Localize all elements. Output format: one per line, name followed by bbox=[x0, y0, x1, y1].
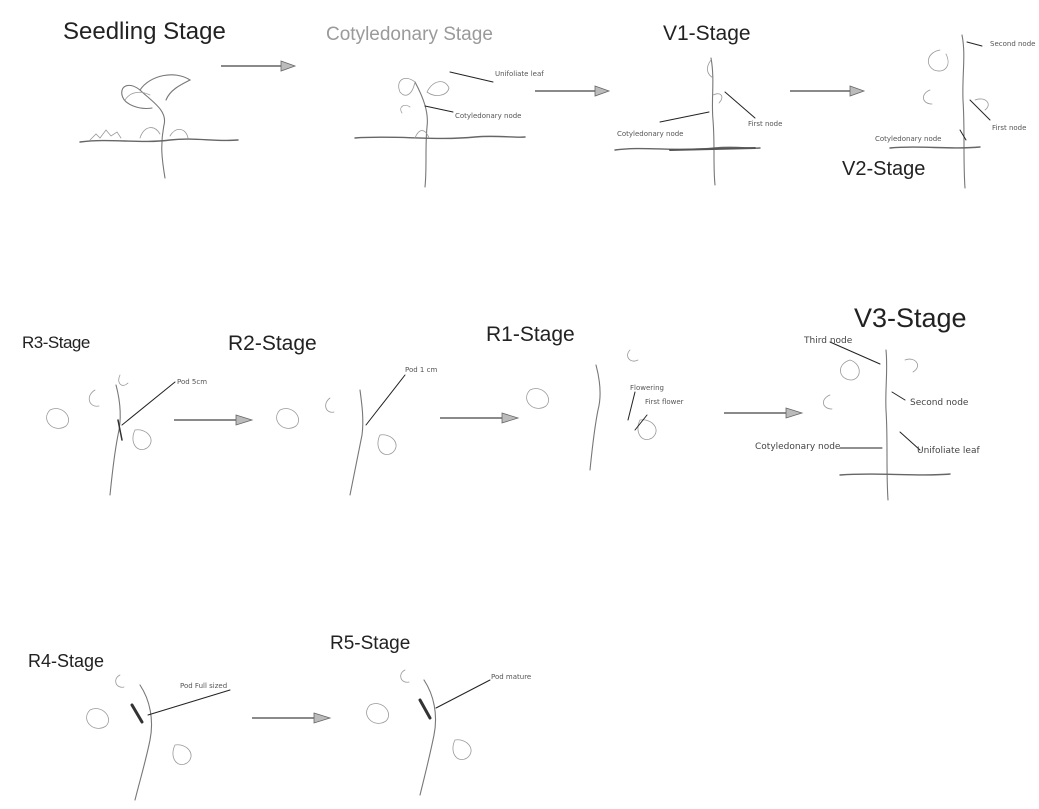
label-first-node-v1: First node bbox=[748, 120, 783, 128]
cotyledonary-plant-illustration bbox=[354, 71, 526, 188]
stage-title-v2: V2-Stage bbox=[842, 158, 926, 180]
label-cotyledonary-node: Cotyledonary node bbox=[455, 112, 522, 120]
label-unifoliate-leaf: Unifoliate leaf bbox=[495, 70, 544, 78]
v3-plant-illustration bbox=[823, 341, 951, 501]
stage-title-cotyledonary: Cotyledonary Stage bbox=[326, 24, 493, 45]
stage-title-seedling: Seedling Stage bbox=[63, 18, 226, 45]
r3-plant-illustration bbox=[46, 374, 176, 496]
v1-plant-illustration bbox=[614, 57, 761, 186]
stage-title-v1: V1-Stage bbox=[663, 22, 751, 45]
r2-plant-illustration bbox=[276, 374, 406, 496]
stage-title-v3: V3-Stage bbox=[854, 303, 967, 333]
arrow-v3-to-r1 bbox=[724, 407, 804, 419]
label-unifoliate-leaf-v3: Unifoliate leaf bbox=[917, 446, 980, 456]
label-flowering: Flowering bbox=[630, 384, 664, 392]
label-pod-full-sized: Pod Full sized bbox=[180, 682, 228, 690]
stage-title-r5: R5-Stage bbox=[330, 633, 411, 654]
stage-title-r4: R4-Stage bbox=[28, 651, 105, 671]
label-cotyledonary-node-v2: Cotyledonary node bbox=[875, 135, 942, 143]
stage-title-r3: R3-Stage bbox=[22, 333, 90, 352]
r4-plant-illustration bbox=[86, 674, 231, 801]
label-pod-5cm: Pod 5cm bbox=[177, 378, 208, 386]
r5-plant-illustration bbox=[366, 669, 491, 796]
arrow-r4-to-r5 bbox=[252, 712, 332, 724]
arrow-v1-to-v2 bbox=[790, 85, 866, 97]
arrow-seedling-to-cotyledonary bbox=[221, 60, 297, 72]
arrow-r2-to-r3 bbox=[174, 414, 254, 426]
label-first-node-v2: First node bbox=[992, 124, 1027, 132]
label-cotyledonary-node-v3: Cotyledonary node bbox=[755, 442, 841, 452]
stage-title-r1: R1-Stage bbox=[486, 323, 575, 346]
stage-title-r2: R2-Stage bbox=[228, 332, 317, 355]
label-second-node-v3: Second node bbox=[910, 398, 969, 408]
label-pod-mature: Pod mature bbox=[491, 673, 532, 681]
label-pod-1cm: Pod 1 cm bbox=[405, 366, 438, 374]
seedling-plant-illustration bbox=[79, 74, 239, 179]
r1-plant-illustration bbox=[526, 349, 657, 471]
arrow-r1-to-r2 bbox=[440, 412, 520, 424]
label-third-node: Third node bbox=[804, 336, 853, 346]
arrow-cotyledonary-to-v1 bbox=[535, 85, 611, 97]
label-cotyledonary-node-v1: Cotyledonary node bbox=[617, 130, 684, 138]
v2-plant-illustration bbox=[889, 34, 991, 189]
label-first-flower: First flower bbox=[645, 398, 684, 406]
label-second-node-v2: Second node bbox=[990, 40, 1036, 48]
